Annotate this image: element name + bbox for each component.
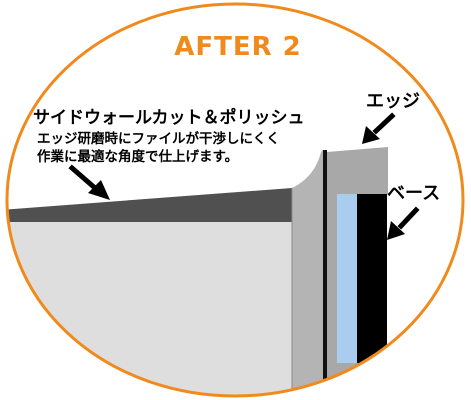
edge-arrow-icon xyxy=(362,112,396,144)
core-body xyxy=(7,222,292,396)
base-label: ベース xyxy=(387,183,440,204)
sidewall-label-line1: エッジ研磨時にファイルが干渉しにくく xyxy=(37,130,280,147)
top-sheet xyxy=(7,188,292,222)
sidewall-label-title: サイドウォールカット＆ポリッシュ xyxy=(33,107,305,128)
base-arrow-icon xyxy=(387,206,420,240)
base-blue-layer xyxy=(337,194,357,363)
base-black-layer xyxy=(357,194,387,363)
sidewall-arrow-icon xyxy=(68,164,110,200)
edge-label: エッジ xyxy=(366,91,420,112)
sidewall xyxy=(292,150,323,396)
bottom-strip xyxy=(337,363,388,396)
oval-outline xyxy=(5,2,465,398)
cross-section xyxy=(7,147,388,396)
edge-separator-line xyxy=(323,150,327,396)
diagram-title: AFTER 2 xyxy=(174,32,302,62)
sidewall-label-line2: 作業に最適な角度で仕上げます。 xyxy=(37,148,238,165)
edge-steel-lower xyxy=(327,194,337,396)
edge-steel xyxy=(327,147,388,194)
